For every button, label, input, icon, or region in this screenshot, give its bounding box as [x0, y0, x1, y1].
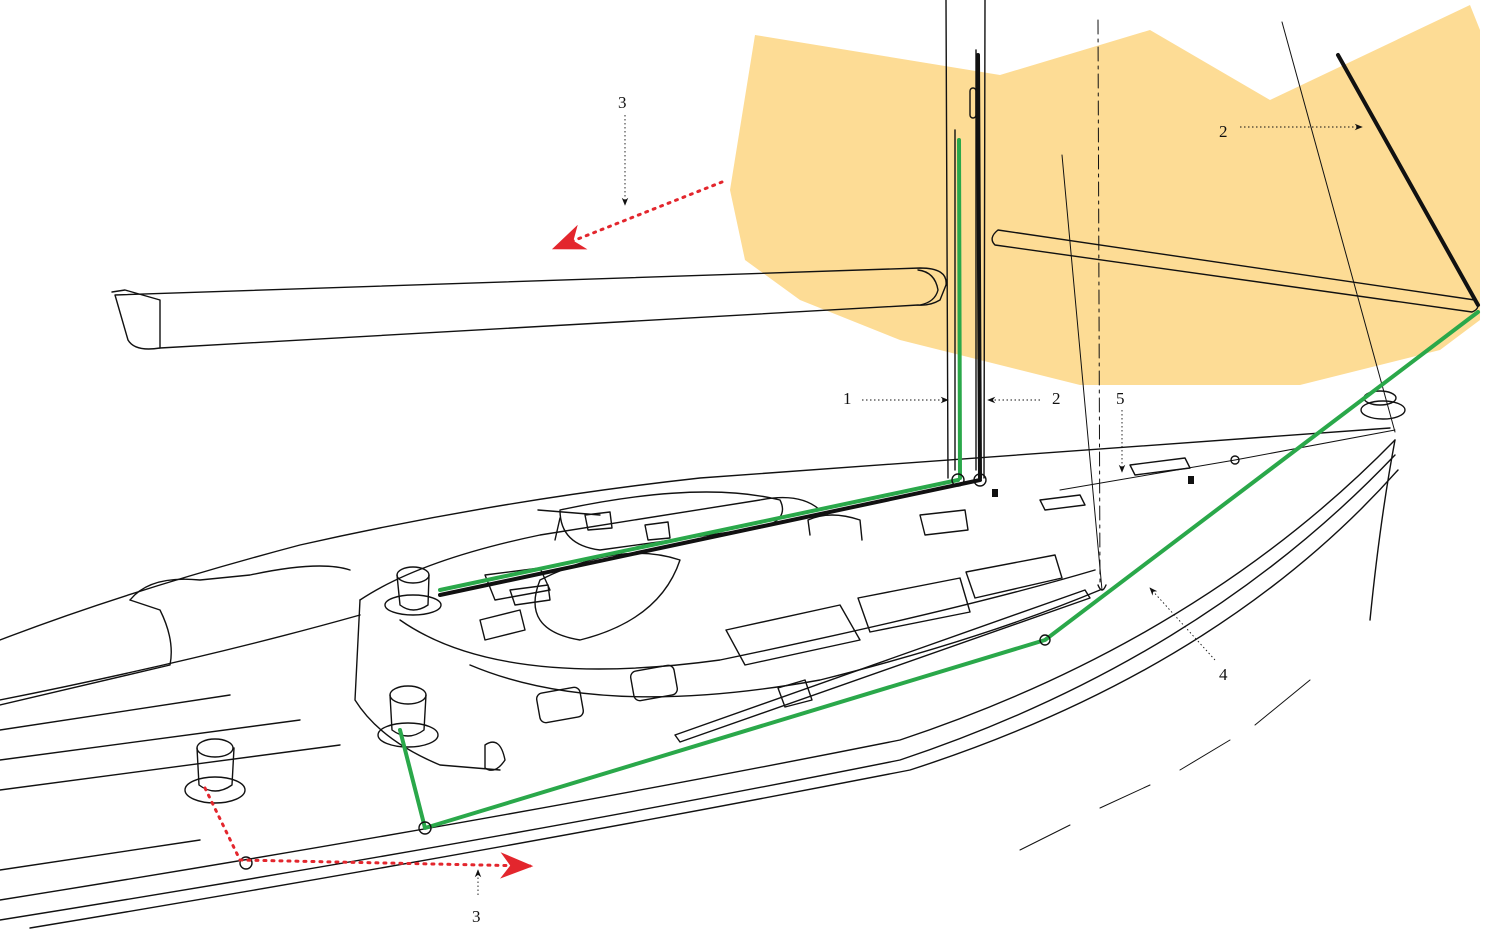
backstay — [1061, 154, 1103, 591]
sheet-upper — [438, 478, 960, 592]
luff-black — [1336, 53, 1480, 307]
winch-left — [184, 738, 246, 804]
hull — [0, 427, 1399, 929]
clutches — [484, 509, 863, 606]
shroud — [1059, 429, 1396, 491]
label-5: 5 — [1116, 389, 1125, 408]
genoa-track — [674, 589, 1091, 743]
sail — [730, 5, 1480, 385]
label-1: 1 — [843, 389, 852, 408]
boom — [111, 267, 947, 350]
label-2-right: 2 — [1219, 122, 1228, 141]
forestay — [1281, 21, 1396, 433]
tack-line-top — [551, 180, 724, 250]
label-2: 2 — [1052, 389, 1061, 408]
sheet-4 — [398, 310, 1480, 830]
winch-upper — [384, 566, 442, 616]
label-3-top: 3 — [618, 93, 627, 112]
halyard-2-line — [976, 53, 982, 480]
halyard-1-line — [957, 138, 962, 480]
blocks — [239, 455, 1240, 870]
label-4: 4 — [1219, 665, 1228, 684]
tack-line-bottom — [203, 786, 534, 879]
mast — [945, 0, 986, 479]
center-line — [1097, 19, 1101, 586]
label-3-bottom: 3 — [472, 907, 481, 926]
halyard-run-black — [438, 478, 982, 597]
leader-4 — [1149, 587, 1216, 661]
winch-lower — [377, 685, 439, 748]
